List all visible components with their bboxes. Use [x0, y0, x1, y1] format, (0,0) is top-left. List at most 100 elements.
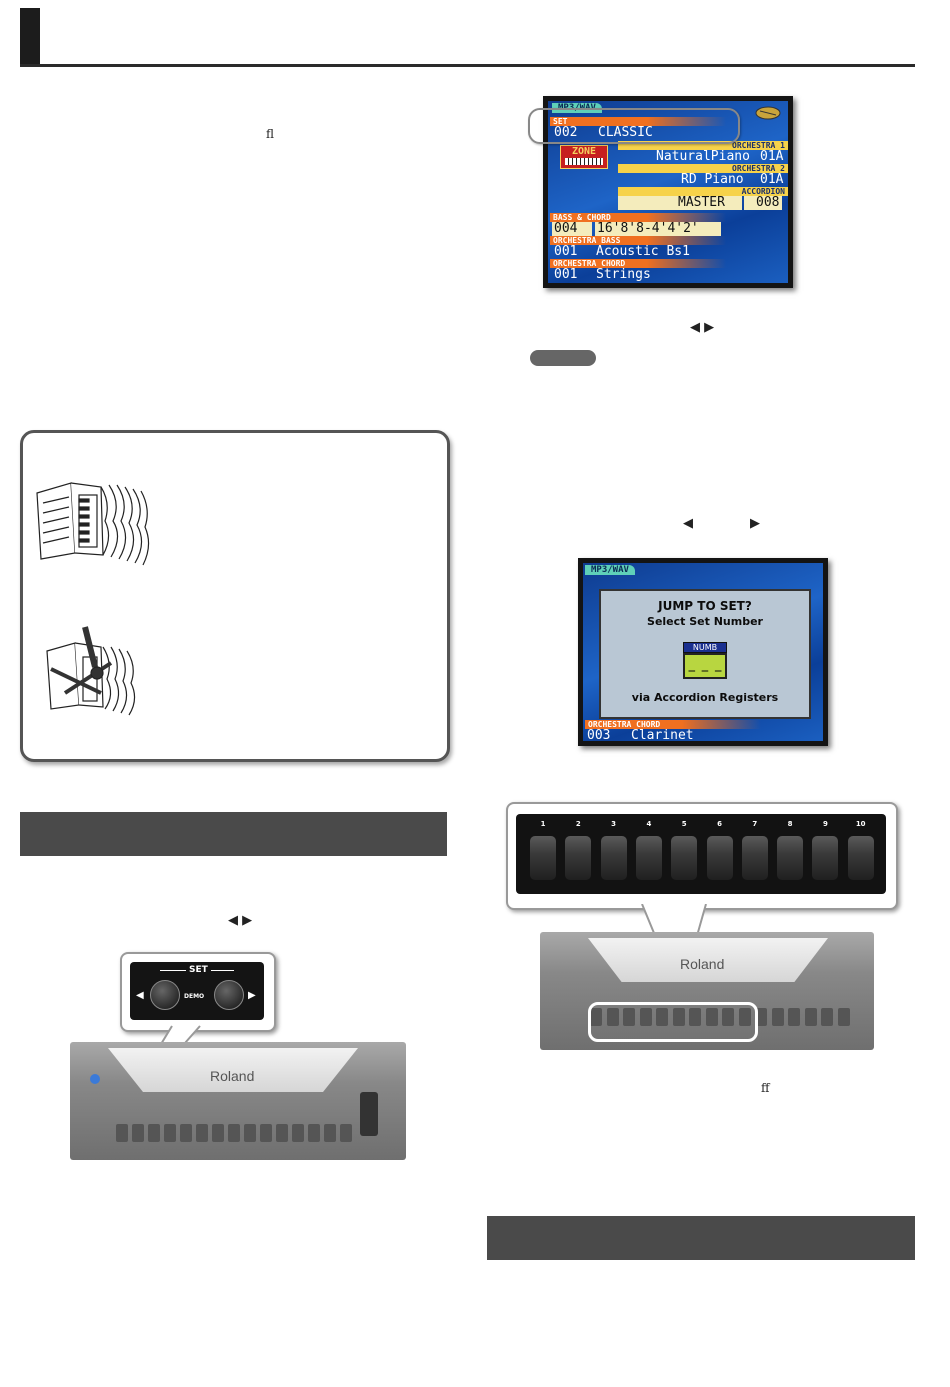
register-key [722, 1008, 734, 1026]
register-key [308, 1124, 320, 1142]
chapter-tab [20, 8, 40, 64]
orch-chord-name: Strings [596, 267, 651, 282]
accordion-number: 008 [756, 195, 780, 210]
register-button[interactable] [706, 836, 733, 880]
arrow-glyphs: ◀ ▶ [228, 913, 253, 928]
orch-chord-number: 001 [554, 267, 578, 282]
orchestra2-name: RD Piano [681, 172, 744, 187]
power-led [90, 1074, 100, 1084]
numb-label: NUMB [683, 642, 727, 653]
jump-footer: via Accordion Registers [631, 691, 779, 704]
register-key [244, 1124, 256, 1142]
accordion-top-view: Roland [540, 932, 874, 1050]
register-keys-row [116, 1124, 356, 1148]
register-number-label: 8 [787, 820, 793, 828]
ligature-glyph: ﬂ [266, 127, 275, 141]
register-keys-row [590, 1008, 860, 1032]
left-arrow-glyph: ◀ [683, 516, 693, 531]
bass-chord-value-field: 16'8'8-4'4'2' [595, 222, 721, 236]
register-button[interactable] [812, 836, 839, 880]
register-key [788, 1008, 800, 1026]
register-button[interactable] [530, 836, 556, 880]
register-key [705, 1008, 718, 1026]
main-display-screen: MP3/WAV SET 002 CLASSIC ZONE ORCHESTRA 1… [543, 96, 793, 288]
orch-chord-label: ORCHESTRA CHORD [585, 720, 761, 729]
register-button[interactable] [600, 836, 627, 880]
left-arrow-icon: ◀ [136, 990, 144, 1001]
register-key [196, 1124, 208, 1142]
bass-chord-number: 004 [554, 221, 578, 236]
register-number-label: 7 [752, 820, 758, 828]
orch-chord-label: ORCHESTRA CHORD [550, 259, 726, 268]
set-up-button[interactable] [214, 980, 244, 1010]
right-arrow-glyph: ▶ [750, 516, 760, 531]
orch-bass-name: Acoustic Bs1 [596, 244, 690, 259]
set-label: SET [550, 117, 726, 126]
orch-bass-label: ORCHESTRA BASS [550, 236, 726, 245]
register-key [228, 1124, 240, 1142]
numb-value-field[interactable]: _ _ _ [683, 653, 727, 679]
orch-chord-number: 003 [587, 728, 611, 743]
mp3-wav-tab: MP3/WAV [585, 565, 635, 575]
orchestra1-name: NaturalPiano [656, 149, 750, 164]
accordion-tools-illustration [46, 626, 136, 716]
ligature-glyph: ﬀ [761, 1081, 770, 1095]
register-button[interactable] [565, 836, 592, 880]
accordion-top-view: Roland [70, 1042, 406, 1160]
register-key [116, 1124, 128, 1142]
register-key [672, 1008, 685, 1026]
register-number-label: 9 [822, 820, 828, 828]
register-number-label: 4 [646, 820, 652, 828]
bass-chord-number-field: 004 [552, 222, 592, 236]
bass-chord-label: BASS & CHORD [550, 213, 726, 222]
accordion-number-field: 008 [744, 196, 782, 210]
register-button[interactable] [635, 836, 662, 880]
register-key [164, 1124, 176, 1142]
orch-chord-name: Clarinet [631, 728, 694, 743]
register-key [771, 1008, 784, 1026]
register-number-label: 10 [855, 820, 866, 828]
register-key [639, 1008, 652, 1026]
brand-logo: Roland [680, 956, 725, 972]
orchestra2-bank: 01A [760, 172, 784, 187]
arrow-glyphs: ◀ ▶ [690, 320, 715, 335]
jump-display-screen: MP3/WAV JUMP TO SET? Select Set Number N… [578, 558, 828, 746]
orch-bass-number: 001 [554, 244, 578, 259]
register-key [606, 1008, 619, 1026]
accordion-label: ACCORDION [618, 187, 788, 196]
register-key [292, 1124, 304, 1142]
register-highlight [588, 1002, 758, 1042]
register-button[interactable] [847, 836, 874, 880]
set-down-button[interactable] [150, 980, 180, 1010]
zone-label: ZONE [571, 146, 597, 157]
register-key [590, 1008, 602, 1026]
jump-title: JUMP TO SET? [658, 599, 752, 613]
jump-dialog: JUMP TO SET? Select Set Number NUMB _ _ … [599, 589, 811, 719]
register-key [755, 1008, 767, 1026]
register-key [212, 1124, 224, 1142]
orchestra1-bank: 01A [760, 149, 784, 164]
zone-badge: ZONE [560, 145, 608, 169]
register-button[interactable] [671, 836, 698, 880]
brand-logo: Roland [210, 1068, 255, 1084]
set-button-callout: SET ◀ DEMO ▶ [120, 952, 276, 1032]
orchestra1-label: ORCHESTRA 1 [618, 141, 788, 150]
register-button[interactable] [777, 836, 804, 880]
register-key [324, 1124, 336, 1142]
note-box [20, 430, 450, 762]
right-arrow-icon: ▶ [248, 990, 256, 1001]
register-key [180, 1124, 192, 1142]
music-note-icon [755, 106, 781, 120]
note-pill [530, 350, 596, 366]
bass-chord-value: 16'8'8-4'4'2' [597, 221, 699, 236]
register-number-label: 3 [611, 820, 617, 828]
register-number-label: 5 [681, 820, 687, 828]
register-key [689, 1008, 701, 1026]
register-key [738, 1008, 751, 1026]
register-button[interactable] [741, 836, 768, 880]
set-number: 002 [554, 125, 578, 140]
register-key [340, 1124, 352, 1142]
accordion-illustration [36, 482, 150, 566]
